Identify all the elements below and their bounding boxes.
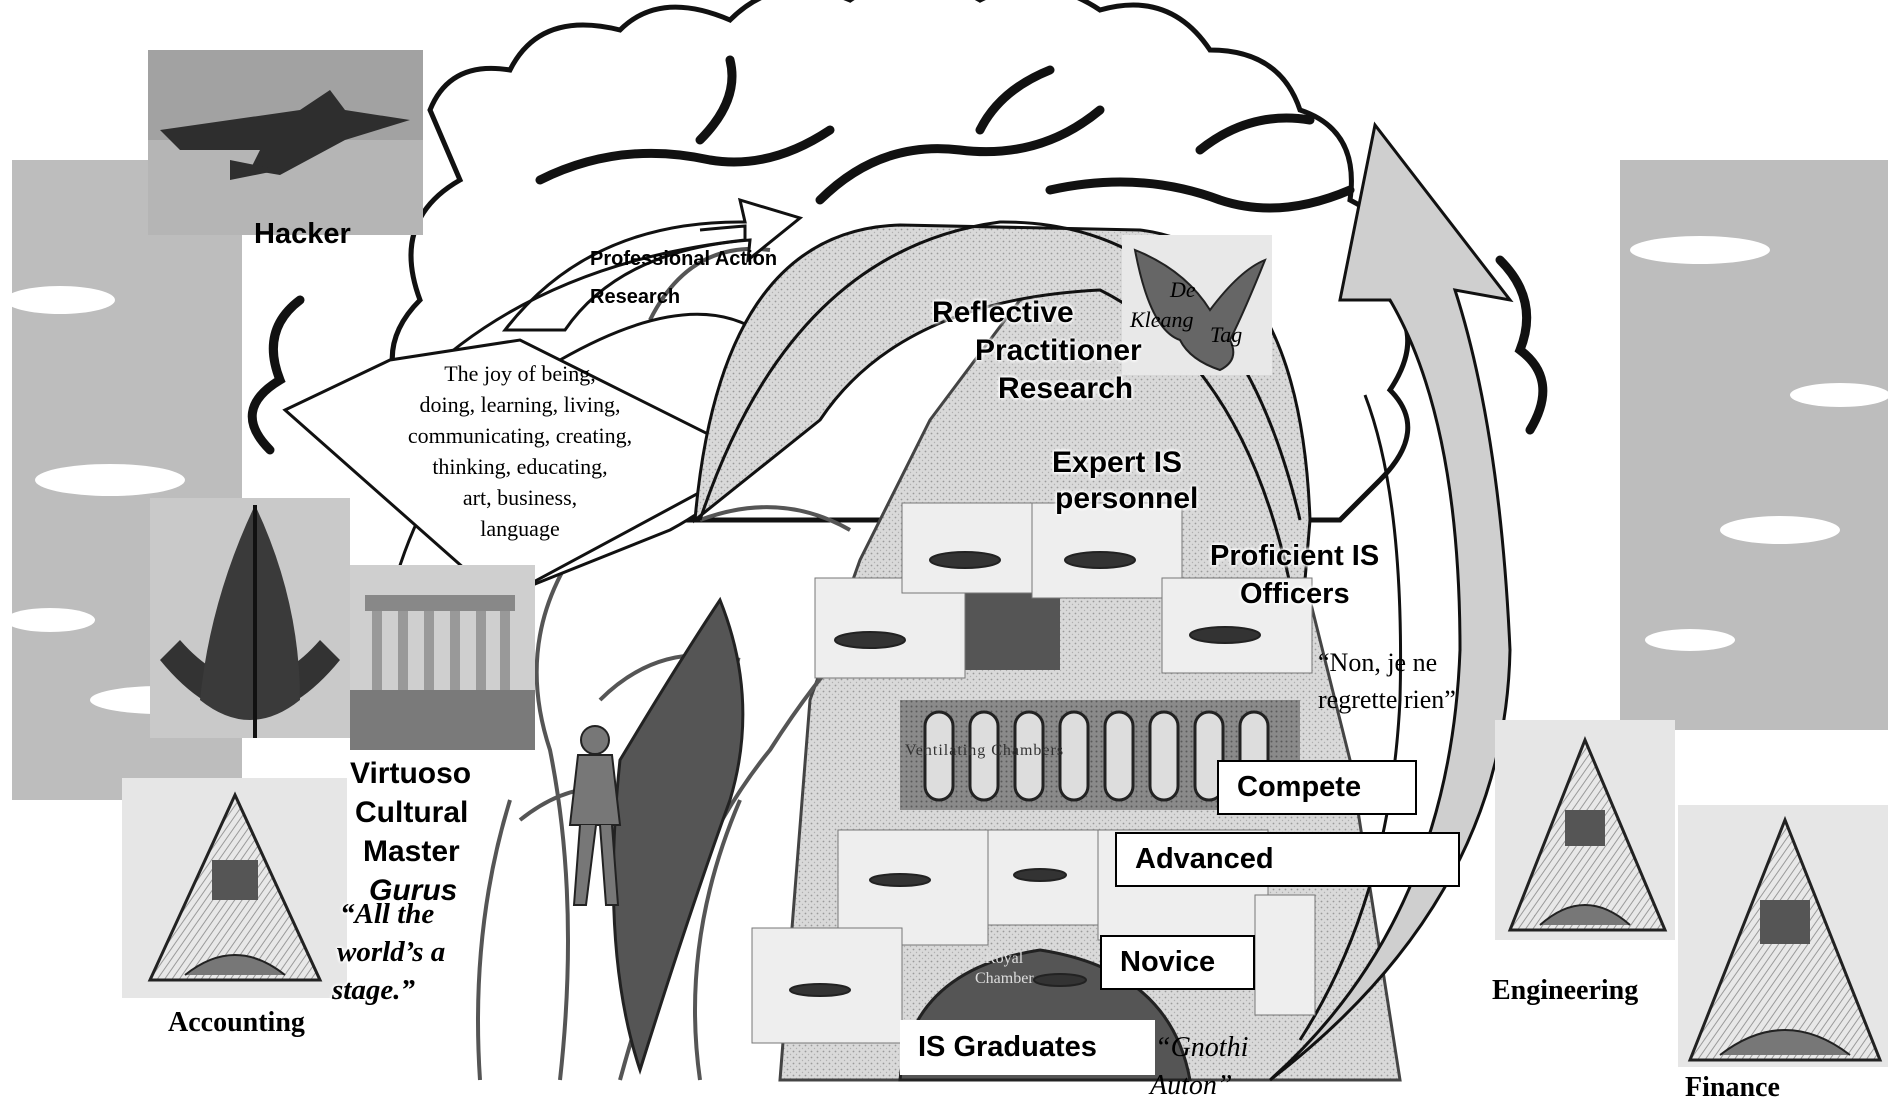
expert-is-personnel-label-line1: Expert IS — [1052, 446, 1182, 480]
engineering-hut-image — [1495, 720, 1675, 940]
royal-chamber-caption-line1: Royal — [985, 950, 1023, 968]
all-the-worlds-a-stage-quote-line2: world’s a — [337, 936, 445, 969]
non-je-ne-regrette-quote-line2: regrette rien” — [1318, 685, 1456, 715]
finance-label: Finance — [1685, 1072, 1780, 1104]
advanced-box: Advanced — [1115, 832, 1460, 887]
all-the-worlds-a-stage-quote-line3: stage.” — [332, 974, 415, 1007]
greek-ruins-photo — [350, 565, 535, 750]
sky-right — [1620, 160, 1890, 730]
proficient-is-officers-label-line2: Officers — [1240, 578, 1350, 611]
reflective-practitioner-label-line1: Reflective — [932, 296, 1074, 330]
virtuoso-label-line3: Master — [363, 835, 460, 869]
chamber-caption: Ventilating Chambers — [905, 742, 1064, 760]
tribesman-figure — [570, 726, 620, 905]
eagle-caption-line2: Kleang — [1130, 307, 1194, 333]
eagle-caption-line3: Tag — [1210, 322, 1242, 348]
professional-action-research-label-line2: Research — [590, 286, 680, 309]
virtuoso-label-line2: Cultural — [355, 796, 468, 830]
joy-text-line: The joy of being, — [360, 358, 680, 389]
joy-text-line: communicating, creating, — [360, 420, 680, 451]
non-je-ne-regrette-quote-line1: “Non, je ne — [1318, 648, 1437, 678]
virtuoso-label-line1: Virtuoso — [350, 757, 471, 791]
finance-hut-image — [1678, 805, 1888, 1067]
all-the-worlds-a-stage-quote-line1: “All the — [340, 898, 434, 931]
professional-action-research-label-line1: Professional Action — [590, 248, 777, 271]
proficient-is-officers-label-line1: Proficient IS — [1210, 540, 1379, 573]
joy-text: The joy of being, doing, learning, livin… — [360, 358, 680, 544]
joy-text-line: doing, learning, living, — [360, 389, 680, 420]
hacker-label: Hacker — [254, 218, 351, 251]
joy-text-line: thinking, educating, — [360, 451, 680, 482]
joy-text-line: language — [360, 513, 680, 544]
accounting-hut-image — [122, 778, 347, 998]
engineering-label: Engineering — [1492, 975, 1638, 1007]
dark-tree-trunk — [613, 600, 743, 1070]
novice-box: Novice — [1100, 935, 1255, 990]
gnothi-auton-quote-line2: Auton” — [1150, 1070, 1232, 1102]
reflective-practitioner-label-line2: Practitioner — [975, 334, 1142, 368]
gnothi-auton-quote-line1: “Gnothi — [1155, 1032, 1248, 1064]
eagle-caption-line1: De — [1170, 277, 1196, 303]
fighter-jet-photo — [148, 50, 423, 235]
joy-text-line: art, business, — [360, 482, 680, 513]
viking-ship-photo — [150, 498, 350, 738]
expert-is-personnel-label-line2: personnel — [1055, 482, 1198, 516]
compete-box: Compete — [1217, 760, 1417, 815]
royal-chamber-caption-line2: Chamber — [975, 970, 1034, 988]
is-graduates-box: IS Graduates — [900, 1020, 1155, 1075]
accounting-label: Accounting — [168, 1007, 305, 1039]
eagle-image — [1122, 235, 1272, 375]
reflective-practitioner-label-line3: Research — [998, 372, 1133, 406]
